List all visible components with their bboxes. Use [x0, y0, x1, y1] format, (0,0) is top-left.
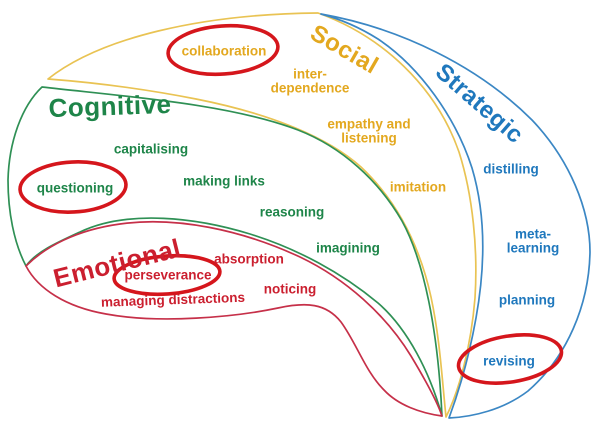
label-inter-dependence: inter- dependence: [270, 66, 350, 95]
strategic-petal-curve: [320, 13, 591, 419]
label-planning: planning: [498, 292, 556, 308]
label-perseverance: perseverance: [124, 267, 212, 283]
label-distilling: distilling: [483, 161, 539, 177]
label-capitalising: capitalising: [113, 141, 189, 157]
perseverance-highlight-ellipse: [112, 253, 222, 297]
title-cognitive: Cognitive: [48, 88, 172, 124]
label-absorption: absorption: [214, 251, 284, 267]
label-meta-learning: meta-learning: [506, 226, 560, 255]
social-petal-curve: [47, 12, 477, 418]
label-noticing: noticing: [263, 281, 317, 297]
label-imagining: imagining: [316, 240, 380, 256]
emotional-petal-curve: [25, 220, 443, 417]
label-reasoning: reasoning: [259, 204, 325, 220]
label-revising: revising: [483, 353, 535, 369]
collaboration-highlight-ellipse: [166, 23, 280, 77]
revising-highlight-ellipse: [456, 333, 564, 385]
label-imitation: imitation: [389, 179, 447, 195]
label-collaboration: collaboration: [181, 43, 267, 59]
label-empathy-and-listening: empathy and listening: [327, 116, 411, 145]
label-questioning: questioning: [36, 180, 114, 196]
cognitive-petal-curve: [7, 86, 443, 417]
questioning-highlight-ellipse: [18, 160, 128, 214]
label-making-links: making links: [183, 173, 265, 189]
